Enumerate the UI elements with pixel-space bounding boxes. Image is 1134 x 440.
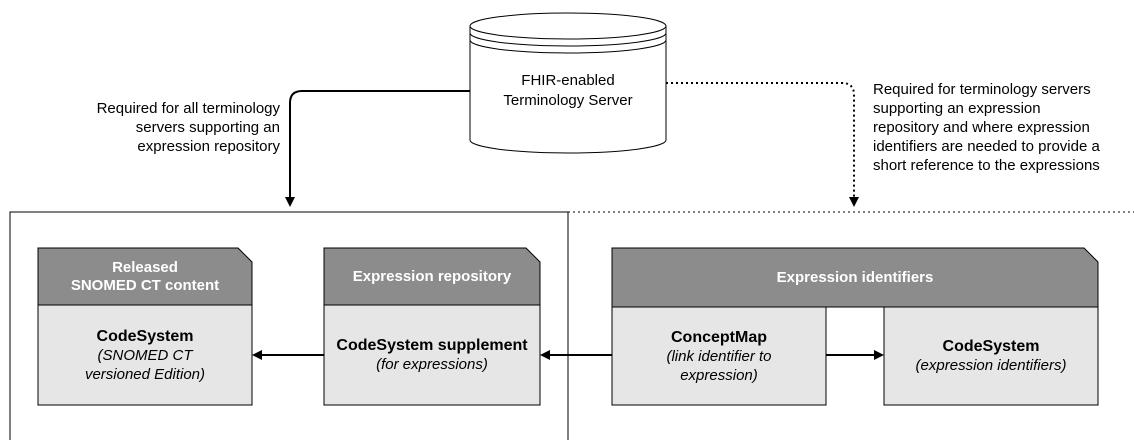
released-sub-line2: versioned Edition) [84,365,206,383]
right-note-line: repository and where expression [873,119,1090,136]
left-container [9,211,569,440]
repository-title: CodeSystem supplement [336,337,528,354]
released-header: Released SNOMED CT content [38,248,252,305]
released-content-box [37,247,253,406]
conceptmap-title: ConceptMap [671,328,767,346]
conceptmap-body: ConceptMap (link identifier to expressio… [612,307,826,405]
server-label-line1: FHIR-enabled [521,72,615,89]
expression-identifiers-box [611,247,1099,308]
released-title: CodeSystem [96,327,194,345]
left-note-line: servers supporting an [135,119,280,136]
codesystem-ids-body: CodeSystem (expression identifiers) [884,307,1098,405]
expression-repository-box [323,247,541,406]
codesystem-identifiers-box [883,306,1099,406]
identifiers-header-label: Expression identifiers [776,268,934,286]
repository-body: CodeSystem supplement (for expressions) [324,305,540,405]
repository-header-label: Expression repository [352,267,512,285]
conceptmap-box [611,306,827,406]
database-icon [469,12,667,154]
codesystem-ids-sub: (expression identifiers) [915,357,1067,374]
conceptmap-sub-line1: (link identifier to [666,347,772,365]
optional-arrow [666,82,859,207]
right-note-line: identifiers are needed to provide a [873,138,1100,155]
right-note-line: supporting an expression [873,100,1041,117]
left-note-line: expression repository [137,138,280,155]
conceptmap-sub-line2: expression) [680,366,758,384]
repository-header: Expression repository [324,248,540,305]
required-arrow [285,90,470,207]
identifiers-header: Expression identifiers [612,248,1098,307]
server-label-line2: Terminology Server [503,92,633,109]
left-note: Required for all terminology servers sup… [10,99,280,156]
left-note-line: Required for all terminology [96,100,280,117]
right-note-line: short reference to the expressions [873,157,1100,174]
server-label: FHIR-enabled Terminology Server [470,71,666,111]
released-body: CodeSystem (SNOMED CT versioned Edition) [38,305,252,405]
released-sub-line1: (SNOMED CT [97,346,193,364]
released-header-line2: SNOMED CT content [70,276,220,294]
right-note-line: Required for terminology servers [873,81,1091,98]
released-header-line1: Released [112,258,178,276]
right-note: Required for terminology servers support… [873,80,1131,175]
codesystem-ids-title: CodeSystem [942,338,1040,355]
repository-sub: (for expressions) [376,356,488,373]
